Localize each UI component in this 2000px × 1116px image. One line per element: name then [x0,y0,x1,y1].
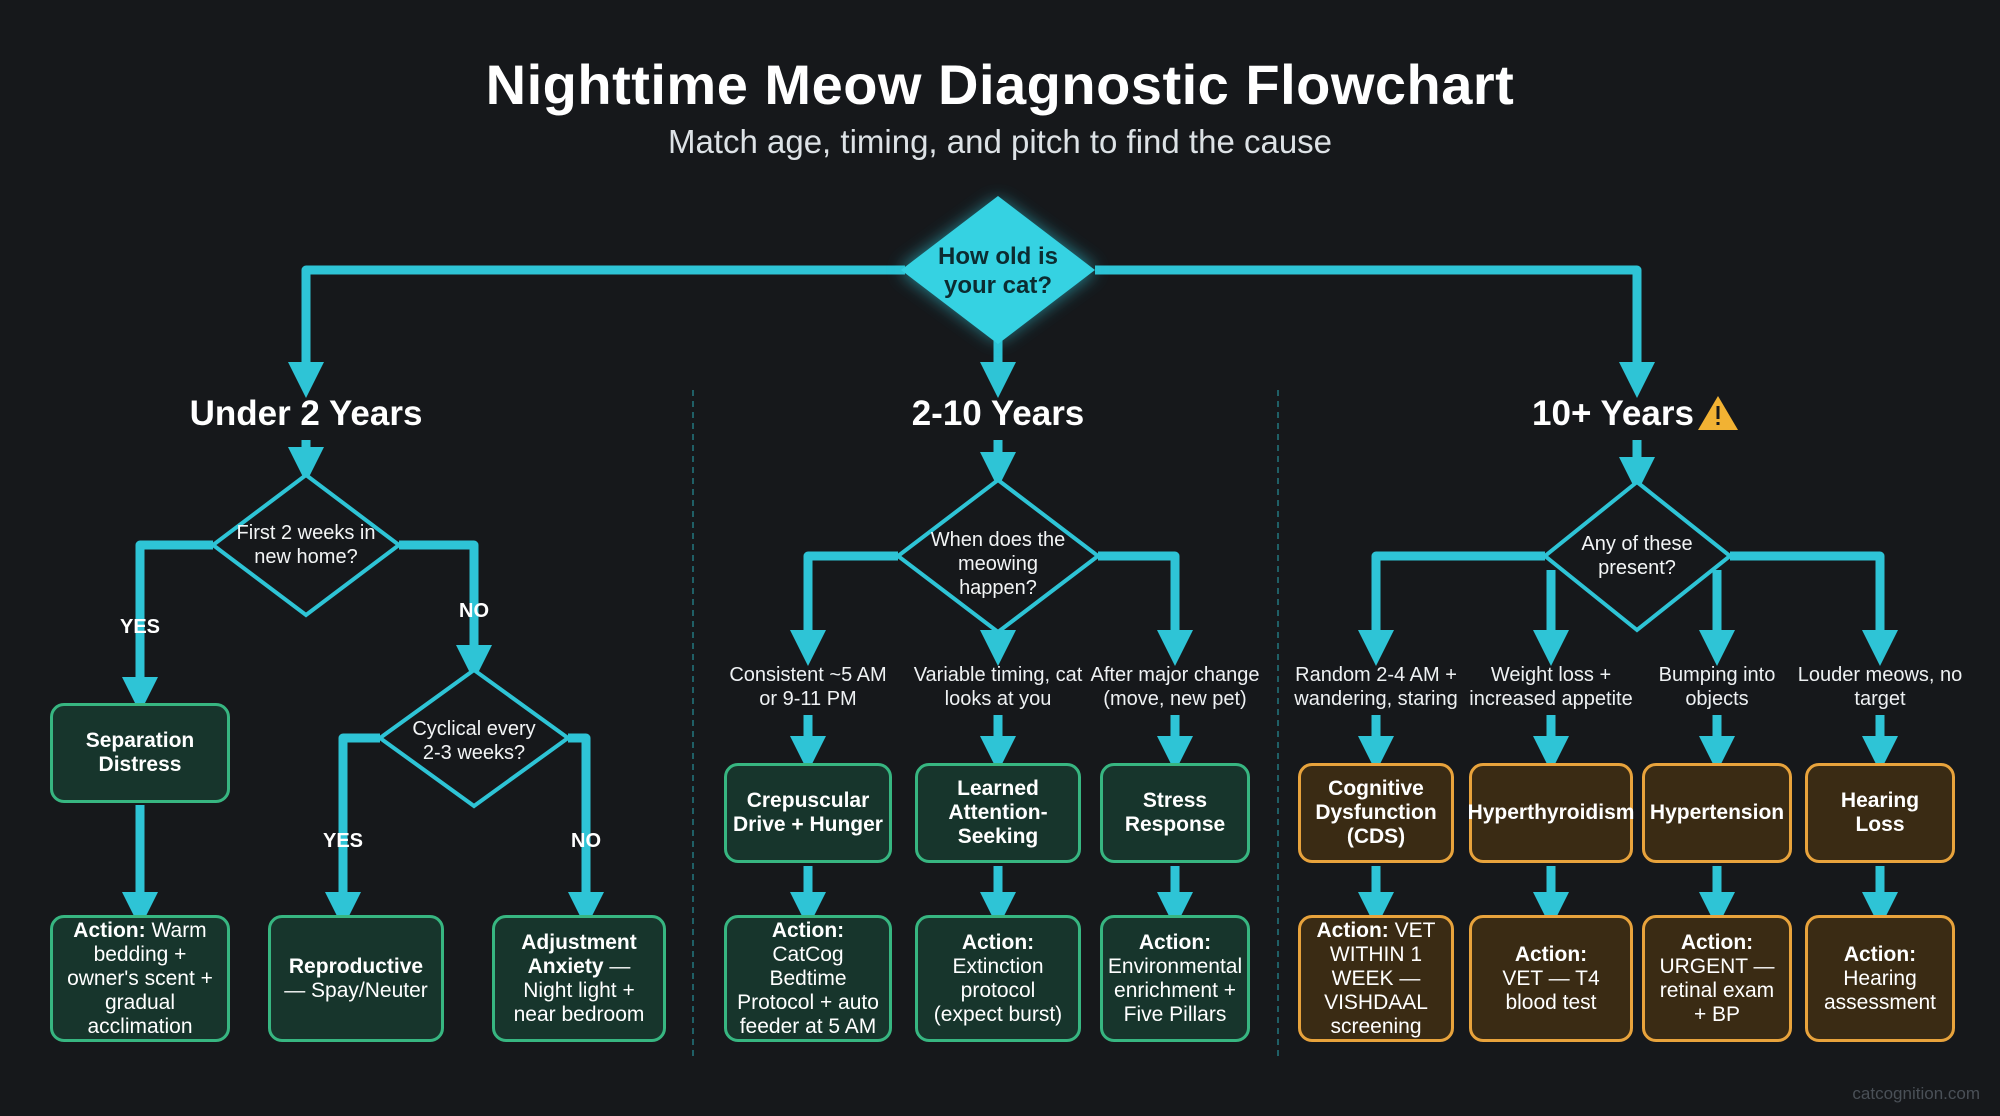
result-hyperthyroidism: Hyperthyroidism [1468,763,1634,863]
yes-label: YES [119,616,161,638]
action-hypertension: Action:URGENT — retinal exam + BP [1642,915,1792,1042]
cyclical-yes-label: YES [322,830,364,852]
action-separation: Action: Warm bedding + owner's scent + g… [50,915,230,1042]
new-home-question: First 2 weeks in new home? [236,522,376,568]
result-stress-response: Stress Response [1100,763,1250,863]
root-question: How old is your cat? [938,243,1058,299]
condition-crepuscular: Consistent ~5 AM or 9-11 PM [729,664,887,710]
symptoms-diamond [1541,479,1734,633]
condition-stress: After major change (move, new pet) [1090,664,1260,710]
page-title: Nighttime Meow Diagnostic Flowchart [485,53,1515,116]
branch-2-10: 2-10 Years [911,394,1085,433]
symptoms-question: Any of these present? [1581,533,1693,579]
action-stress: Action:Environmental enrichment + Five P… [1100,915,1250,1042]
root-decision-diamond [901,196,1095,344]
no-label: NO [459,600,489,622]
cyclical-no-label: NO [571,830,601,852]
result-hypertension: Hypertension [1642,763,1792,863]
timing-diamond [894,477,1102,635]
condition-attention: Variable timing, cat looks at you [913,664,1083,710]
result-hearing-loss: Hearing Loss [1805,763,1955,863]
footer-credit: catcognition.com [1852,1084,1980,1103]
cyclical-diamond [376,667,572,809]
cyclical-question: Cyclical every 2-3 weeks? [412,718,536,764]
result-crepuscular: Crepuscular Drive + Hunger [724,763,892,863]
action-cds: Action: VET WITHIN 1 WEEK — VISHDAAL scr… [1298,915,1454,1042]
action-adjustment-anxiety: Adjustment Anxiety — Night light + near … [492,915,666,1042]
action-hyperthyroidism: Action:VET — T4 blood test [1469,915,1633,1042]
condition-hyperthyroid: Weight loss + increased appetite [1469,664,1633,710]
timing-question: When does the meowing happen? [930,529,1066,599]
action-reproductive: Reproductive — Spay/Neuter [268,915,444,1042]
result-attention-seeking: Learned Attention-Seeking [915,763,1081,863]
action-hearing: Action:Hearing assessment [1805,915,1955,1042]
result-separation-distress: Separation Distress [50,703,230,803]
branch-10-plus: 10+ Years [1532,394,1694,433]
warning-icon [1698,396,1738,430]
condition-hypertension: Bumping into objects [1658,664,1776,710]
condition-cds: Random 2-4 AM + wandering, staring [1294,664,1458,710]
condition-hearing: Louder meows, no target [1797,664,1963,710]
action-attention: Action:Extinction protocol (expect burst… [915,915,1081,1042]
branch-under-2: Under 2 Years [189,394,423,433]
action-crepuscular: Action:CatCog Bedtime Protocol + auto fe… [724,915,892,1042]
new-home-diamond [209,472,403,618]
result-cds: Cognitive Dysfunction (CDS) [1298,763,1454,863]
page-subtitle: Match age, timing, and pitch to find the… [667,123,1333,160]
